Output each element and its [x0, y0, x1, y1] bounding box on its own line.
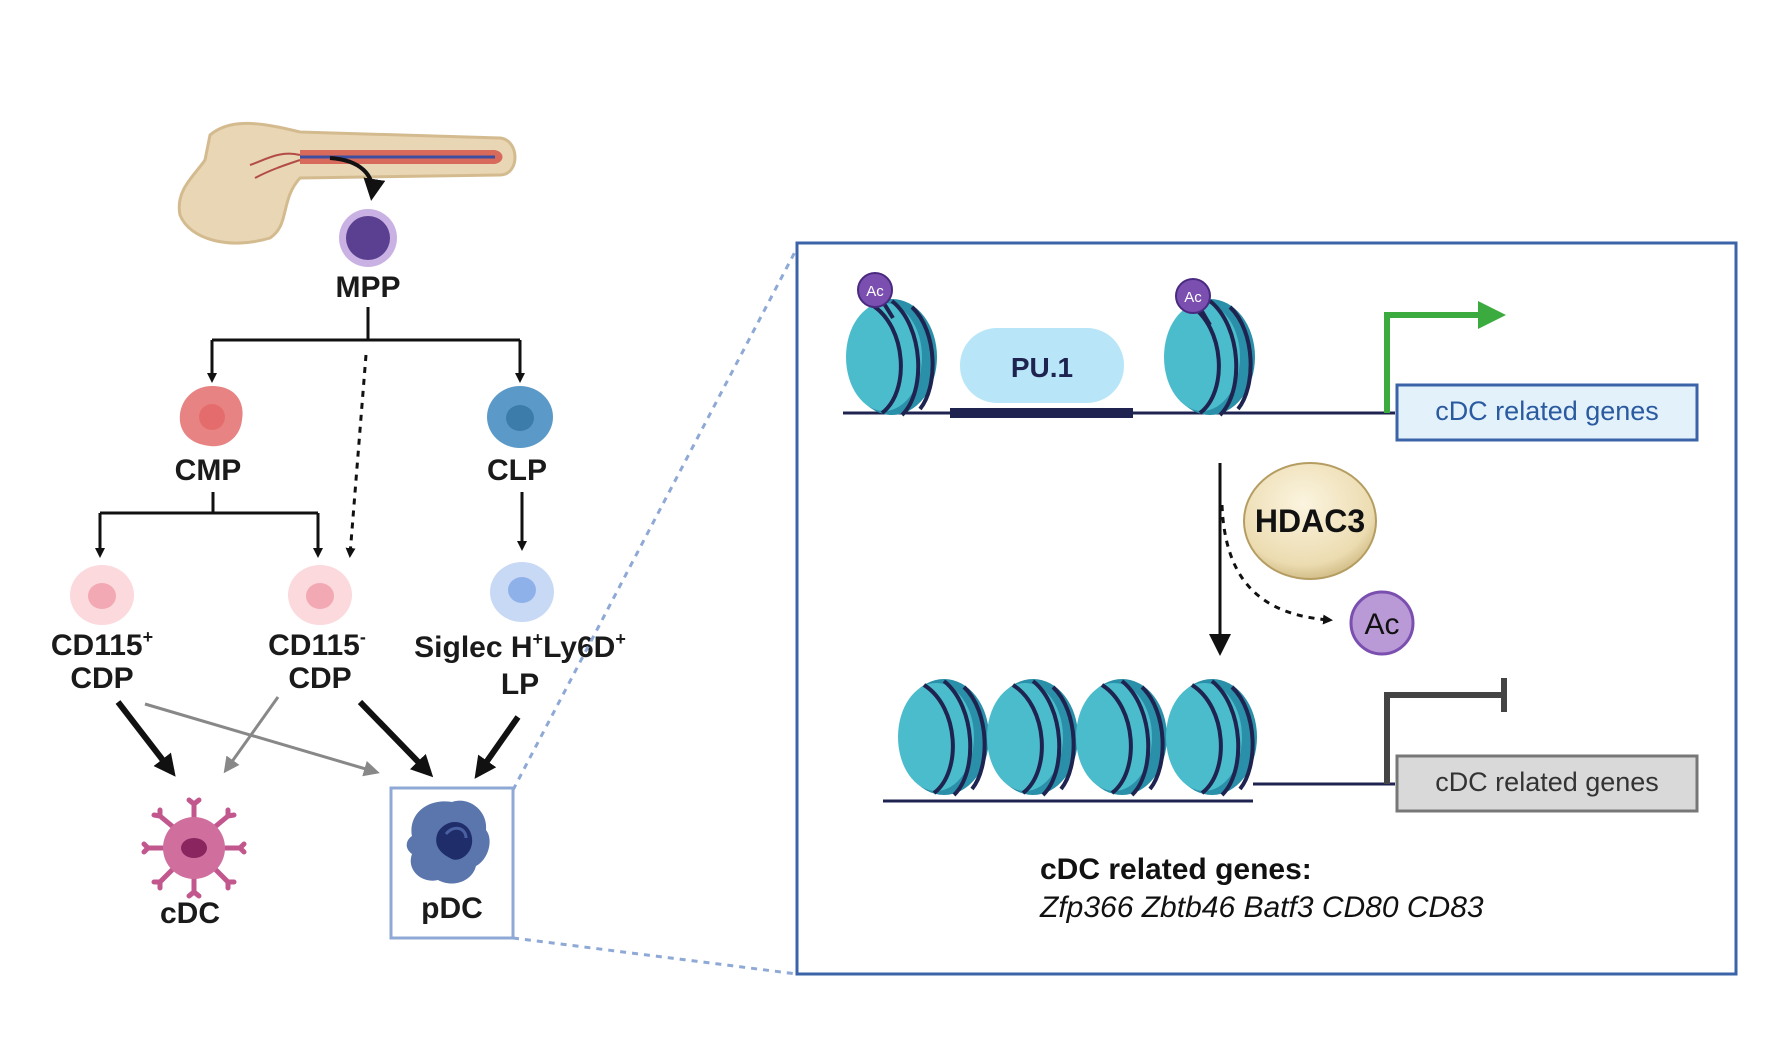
cd115-pos-cdp-cell: [70, 565, 134, 625]
mpp-to-cd115neg-dashed-arrow: [345, 354, 368, 558]
pdc-cell: [406, 800, 490, 884]
active-transcription-arrow: [1384, 301, 1506, 413]
cd115-neg-label: CD115-: [268, 627, 366, 662]
cd115-neg-cdp-cell: [288, 565, 352, 625]
mpp-branch-arrows: [207, 307, 525, 383]
repressed-gene-label: cDC related genes: [1435, 767, 1659, 797]
cd115-neg-cdp-label: CDP: [288, 662, 351, 695]
nucleosome-2: [1162, 297, 1257, 417]
genes-heading: cDC related genes:: [1040, 853, 1312, 886]
nucleosome-3: [896, 677, 991, 797]
svg-text:Ac: Ac: [866, 283, 884, 300]
pdc-label: pDC: [421, 892, 483, 925]
cd115pos-to-pdc-arrow: [144, 702, 380, 777]
clp-label: CLP: [487, 454, 547, 487]
mpp-cell: [339, 209, 397, 267]
cd115pos-to-cdc-arrow: [115, 700, 176, 777]
mpp-label: MPP: [335, 271, 400, 304]
hdac3-label: HDAC3: [1255, 503, 1365, 539]
cd115-pos-cdp-label: CDP: [70, 662, 133, 695]
pu1-label: PU.1: [1011, 352, 1073, 383]
mechanism-panel: [795, 241, 1738, 976]
repressed-gene-box: [1395, 754, 1699, 813]
genes-list: Zfp366 Zbtb46 Batf3 CD80 CD83: [1039, 891, 1484, 924]
active-gene-box: [1395, 383, 1699, 442]
zoom-line-bottom: [512, 936, 798, 976]
clp-cell: [487, 386, 553, 448]
bone-femur-illustration: [177, 121, 517, 245]
cd115neg-to-pdc-arrow: [357, 699, 434, 778]
cd115neg-to-cdc-arrow: [223, 696, 280, 774]
cmp-branch-arrows: [95, 492, 323, 558]
acetyl-mark-2: Ac: [1175, 278, 1212, 327]
nucleosome-6: [1164, 677, 1259, 797]
released-ac-label: Ac: [1364, 608, 1399, 641]
acetyl-mark-1: Ac: [857, 272, 895, 320]
pu1-factor: [960, 328, 1124, 403]
nucleosome-4: [985, 677, 1080, 797]
active-gene-label: cDC related genes: [1435, 396, 1659, 426]
released-acetyl-group: Ac: [1349, 590, 1415, 656]
cdc-label: cDC: [160, 897, 220, 930]
lp-marker-label: Siglec H+Ly6D+: [414, 629, 626, 664]
hdac3-enzyme: HDAC3: [1243, 462, 1377, 580]
cmp-cell: [179, 386, 243, 447]
svg-text:Ac: Ac: [1184, 289, 1202, 306]
repressed-promoter-symbol: [1384, 678, 1507, 784]
cmp-label: CMP: [175, 454, 242, 487]
pdc-highlight-box: [389, 786, 515, 940]
lp-label: LP: [501, 668, 539, 701]
nucleosome-5: [1074, 677, 1169, 797]
cdc-cell: [141, 797, 247, 899]
deacetylation-dashed-arrow: [1220, 504, 1333, 625]
zoom-line-top: [511, 247, 799, 791]
cd115-pos-label: CD115+: [51, 627, 153, 662]
repressed-chromatin: cDC related genes: [883, 677, 1699, 813]
lp-to-pdc-arrow: [474, 715, 521, 779]
siglech-ly6d-lp-cell: [490, 562, 554, 622]
active-chromatin: Ac Ac PU.1 cDC related genes: [843, 272, 1699, 442]
